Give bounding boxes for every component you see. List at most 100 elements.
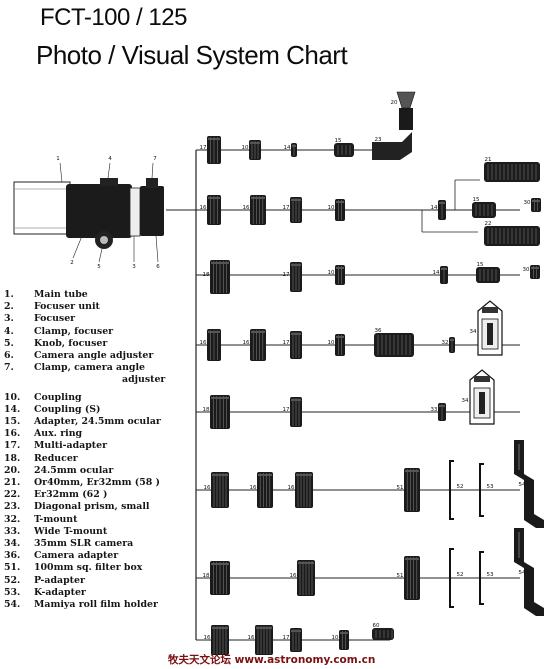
callout-leader (107, 162, 111, 179)
legend-number: 51. (4, 562, 21, 574)
part-number-label: 53 (487, 484, 494, 490)
roll-film-holder (514, 528, 544, 616)
legend-label: Camera adapter (34, 550, 119, 562)
part-number-label: 30 (523, 267, 530, 273)
ring-highlight (405, 558, 419, 560)
focuser-unit (66, 184, 132, 238)
legend-label: K-adapter (34, 586, 86, 598)
part-number-label: 14 (433, 270, 440, 276)
plate-edge (449, 460, 454, 520)
legend-item: 16. Aux. ring (4, 428, 204, 440)
eyepiece-body (372, 628, 394, 640)
ring-body (335, 265, 345, 285)
legend-number: 5. (4, 337, 14, 349)
legend-label: 35mm SLR camera (34, 538, 134, 550)
callout-leader (72, 235, 83, 259)
part-number-label: 16 (248, 635, 255, 641)
part-number-label: 10 (242, 145, 249, 151)
eyepiece (472, 202, 496, 218)
legend-number: 18. (4, 452, 21, 464)
part-number-label: 21 (485, 157, 492, 163)
legend-item: 18.Reducer (4, 453, 204, 465)
callout-leader (155, 235, 159, 263)
ring-body (335, 199, 345, 221)
legend-label: Aux. ring (34, 428, 83, 440)
focuser-drawtube (129, 187, 141, 237)
legend-number: 15. (4, 416, 21, 428)
legend-label: Coupling (34, 391, 82, 403)
legend-number: 1. (4, 289, 14, 300)
legend-number: 16. (4, 428, 21, 440)
ring-highlight (336, 201, 344, 203)
part-number-label: 17 (283, 205, 290, 211)
part-number-label: 16 (250, 485, 257, 491)
chart-title-model: FCT-100 / 125 (40, 4, 187, 31)
legend-item: 20.24.5mm ocular (4, 465, 204, 477)
legend-item: 10. Coupling (4, 392, 204, 404)
adapter-ring (339, 630, 349, 650)
eyepiece (334, 143, 354, 157)
ring-highlight (212, 474, 228, 476)
legend-item: 4.Clamp, focuser (4, 326, 204, 338)
adapter-ring (290, 397, 302, 427)
part-number-label: 10 (328, 270, 335, 276)
legend-label: Focuser unit (34, 301, 100, 313)
part-number-label: 10 (328, 340, 335, 346)
legend-label: 100mm sq. filter box (34, 562, 143, 574)
legend-item: 36. Camera adapter (4, 550, 204, 562)
legend-item: 21.Or40mm, Er32mm (58 ) (4, 477, 204, 489)
adapter-ring (449, 337, 455, 353)
legend-label: Main tube (34, 289, 88, 300)
part-number-label: 16 (200, 340, 207, 346)
ring-highlight (251, 197, 265, 199)
part-number-label: 16 (243, 340, 250, 346)
adapter-ring (531, 198, 541, 212)
legend-item: 1. Main tube (4, 289, 204, 301)
adapter-ring (290, 628, 302, 652)
legend-label: Or40mm, Er32mm (58 ) (34, 477, 160, 489)
plate-edge (449, 548, 454, 608)
legend-number: 32. (4, 513, 21, 525)
legend-item: 22.Er32mm (62 ) (4, 489, 204, 501)
part-number-label: 17 (283, 407, 290, 413)
ocular-eyecup (396, 91, 416, 109)
legend-label: Adapter, 24.5mm ocular (34, 416, 161, 428)
legend-label: T-mount (34, 513, 78, 525)
holder-body (514, 440, 544, 528)
legend-number: 4. (4, 325, 14, 337)
part-number-label: 16 (243, 205, 250, 211)
legend-number: 7. (4, 362, 14, 374)
ring-body (335, 334, 345, 356)
part-number-label: 17 (283, 635, 290, 641)
adapter-ring (438, 200, 446, 220)
legend-number: 10. (4, 391, 21, 403)
adapter-ring (207, 136, 221, 164)
adapter-ring (335, 265, 345, 285)
legend-number: 23. (4, 501, 21, 513)
watermark: 牧夫天文论坛 www.astronomy.com.cn (168, 654, 376, 666)
part-number-label: 18 (203, 573, 210, 579)
ring-highlight (211, 563, 229, 565)
legend-item: 7.Clamp, camera angle (4, 362, 204, 374)
legend-label: Mamiya roll film holder (34, 599, 158, 611)
legend-item: 32. T-mount (4, 514, 204, 526)
eyepiece (476, 267, 500, 283)
legend-label: Wide T-mount (34, 525, 108, 537)
legend-label: Multi-adapter (34, 440, 108, 452)
adapter-ring (290, 262, 302, 292)
legend-number: 36. (4, 550, 21, 562)
ring-highlight (340, 632, 348, 634)
ring-highlight (291, 333, 301, 335)
part-number-label: 30 (524, 200, 531, 206)
adapter-ring (291, 143, 297, 157)
legend-item: adjuster (4, 374, 204, 386)
legend-label: adjuster (122, 374, 166, 386)
part-number-label: 14 (431, 205, 438, 211)
legend-item: 17.Multi-adapter (4, 440, 204, 452)
part-number-label: 16 (290, 573, 297, 579)
legend-number: 3. (4, 313, 14, 325)
adapter-ring (335, 199, 345, 221)
adapter-ring (255, 625, 273, 655)
